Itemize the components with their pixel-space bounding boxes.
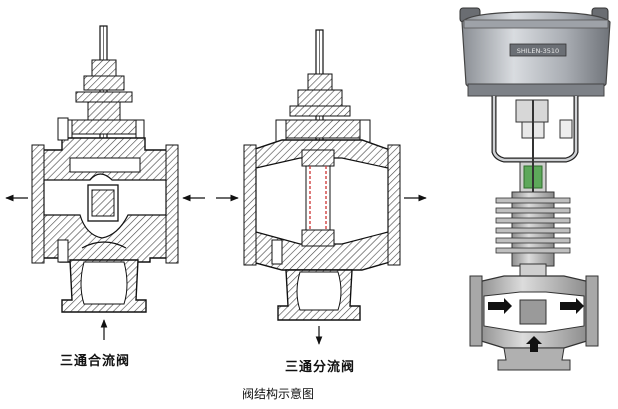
electric-actuator-valve-drawing: SHILEN-3510 xyxy=(459,7,611,371)
diverting-valve-caption: 三通分流阀 xyxy=(285,360,356,375)
mixing-valve-caption: 三通合流阀 xyxy=(60,354,131,369)
diverting-valve-drawing xyxy=(216,29,427,345)
figure-title: 阀结构示意图 xyxy=(242,387,315,401)
mixing-valve-drawing xyxy=(5,25,205,340)
actuator-nameplate: SHILEN-3510 xyxy=(517,47,559,55)
